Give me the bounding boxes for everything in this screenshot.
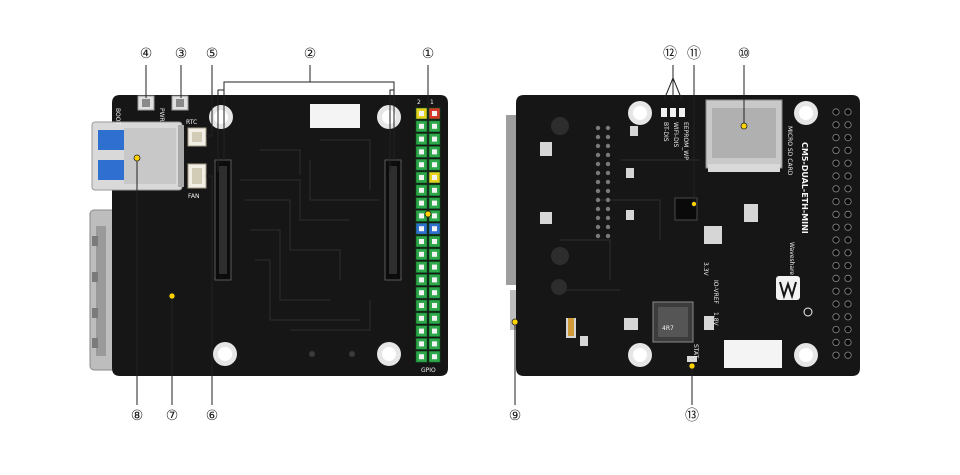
silk-product-name: CM5-DUAL-ETH-MINI xyxy=(800,142,809,234)
silk-stat: STAT xyxy=(692,344,699,359)
power-button xyxy=(171,95,189,111)
callout-1: ① xyxy=(422,46,435,62)
fan-connector xyxy=(187,163,207,189)
front-mounting-holes xyxy=(209,105,401,366)
back-via-grid xyxy=(595,125,611,239)
silk-micro-sd: MICRO SD CARD xyxy=(786,126,793,176)
callout-10: ⑩ xyxy=(738,46,751,62)
back-label-sticker xyxy=(724,340,782,368)
boot-button xyxy=(137,95,155,111)
callout-3: ③ xyxy=(175,46,188,62)
silk-fan: FAN xyxy=(188,193,200,200)
callout-12: ⑫ xyxy=(663,46,677,62)
silk-wifi-dis: WIFI-DIS xyxy=(672,122,679,147)
callout-5: ⑤ xyxy=(206,46,219,62)
back-gpio-holes xyxy=(832,108,852,359)
callout-7: ⑦ xyxy=(166,408,179,424)
callout-4: ④ xyxy=(140,46,153,62)
callout-13: ⑬ xyxy=(685,408,699,424)
silk-pin-2: 2 xyxy=(417,99,421,106)
gpio-header xyxy=(415,107,441,363)
silk-pwr: PWR xyxy=(158,108,165,122)
cm5-connector-left xyxy=(214,159,232,281)
callout-2: ② xyxy=(304,46,317,62)
dip-switches xyxy=(661,108,685,117)
callout-6: ⑥ xyxy=(206,408,219,424)
front-label-sticker xyxy=(310,104,360,128)
back-mounting-holes xyxy=(628,101,818,367)
silk-gpio: GPIO xyxy=(421,367,436,374)
callout-9: ⑨ xyxy=(509,408,522,424)
silk-bt-dis: BT-DIS xyxy=(662,122,669,142)
silk-io-vref: IO-VREF xyxy=(712,280,719,305)
silk-rtc: RTC xyxy=(186,119,197,126)
callout-lines xyxy=(136,65,745,405)
silk-pin-1: 1 xyxy=(430,99,434,106)
pcb-traces xyxy=(240,139,380,331)
waveshare-logo-icon xyxy=(776,276,813,317)
micro-sd-slot xyxy=(705,99,783,172)
silk-3v3: 3.3V xyxy=(702,262,709,277)
status-led xyxy=(687,356,697,362)
rtc-connector xyxy=(187,127,207,147)
silk-inductor: 4R7 xyxy=(662,325,674,332)
silk-eeprom-wp: EEPROM_WP xyxy=(682,122,689,160)
silk-boot: BOOT xyxy=(114,108,121,125)
callout-11: ⑪ xyxy=(687,46,701,62)
back-board: CM5-DUAL-ETH-MINI Waveshare MICRO SD CAR… xyxy=(506,95,860,376)
callout-numbers: ① ② ③ ④ ⑤ ⑥ ⑦ ⑧ ⑨ ⑩ ⑪ ⑫ ⑬ xyxy=(131,46,751,424)
silk-1v8: 1.8V xyxy=(712,312,719,327)
callout-8: ⑧ xyxy=(131,408,144,424)
silk-brand: Waveshare xyxy=(788,242,795,275)
cm5-connector-right xyxy=(384,159,402,281)
inductor xyxy=(652,301,694,343)
